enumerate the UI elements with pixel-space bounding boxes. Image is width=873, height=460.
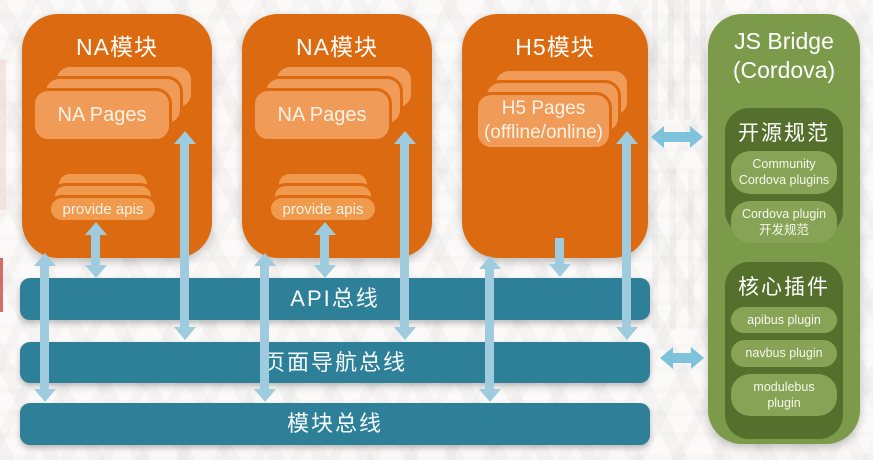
- js-bridge-title: JS Bridge (Cordova): [732, 28, 836, 83]
- js-bridge-panel: JS Bridge (Cordova) 开源规范 Community Cordo…: [708, 14, 860, 444]
- bus-module-label: 模块总线: [286, 411, 383, 436]
- bus-module: 模块总线: [20, 403, 650, 445]
- na-pages-card: NA Pages: [32, 88, 172, 142]
- bus-page-nav-label: 页面导航总线: [262, 350, 407, 375]
- provide-apis-pill: provide apis: [48, 195, 158, 223]
- na-pages-label: NA Pages: [277, 103, 367, 126]
- pill-cordova-plugin-spec: Cordova plugin 开发规范: [731, 200, 837, 243]
- bus-api: API总线: [20, 278, 650, 320]
- background-watermark: [652, 0, 708, 120]
- provide-apis-label: provide apis: [282, 200, 364, 218]
- h5-pages-label: H5 Pages (offline/online): [483, 98, 603, 143]
- section-core-plugins-title: 核心插件: [738, 276, 830, 299]
- pill-modulebus-plugin: modulebus plugin: [731, 373, 837, 416]
- arrow-na1-modulebus: [40, 266, 49, 389]
- arrow-h5-modulebus: [485, 269, 494, 389]
- bus-api-label: API总线: [290, 286, 380, 311]
- background-watermark: [0, 60, 6, 210]
- section-open-source-spec-title: 开源规范: [738, 122, 830, 145]
- pill-navbus-plugin: navbus plugin: [731, 340, 837, 367]
- arrow-bus-bridge: [673, 353, 691, 363]
- arrow-na1-apis-apibus: [91, 235, 100, 265]
- background-watermark: [652, 170, 708, 330]
- module-na-1-title: NA模块: [76, 34, 158, 60]
- arrow-na1-pages-navbus: [180, 144, 189, 327]
- bus-page-nav: 页面导航总线: [20, 342, 650, 383]
- arrow-h5-bridge: [664, 132, 690, 142]
- pill-apibus-plugin: apibus plugin: [731, 307, 837, 334]
- module-h5-title: H5模块: [515, 34, 595, 60]
- pill-community-cordova-plugins: Community Cordova plugins: [731, 151, 837, 194]
- module-na-2-title: NA模块: [296, 34, 378, 60]
- provide-apis-pill: provide apis: [268, 195, 378, 223]
- section-open-source-spec: 开源规范 Community Cordova plugins Cordova p…: [725, 108, 843, 243]
- background-watermark: [0, 258, 3, 312]
- arrow-h5-apibus: [555, 238, 564, 264]
- arrow-h5-pages-navbus: [622, 144, 631, 327]
- arrow-na2-apis-apibus: [320, 235, 329, 265]
- na-pages-label: NA Pages: [57, 103, 147, 126]
- arrow-na2-modulebus: [260, 266, 269, 389]
- h5-pages-card: H5 Pages (offline/online): [475, 92, 612, 150]
- na-pages-card: NA Pages: [252, 88, 392, 142]
- section-core-plugins: 核心插件 apibus plugin navbus plugin moduleb…: [725, 262, 843, 439]
- arrow-na2-pages-navbus: [400, 144, 409, 327]
- provide-apis-label: provide apis: [62, 200, 144, 218]
